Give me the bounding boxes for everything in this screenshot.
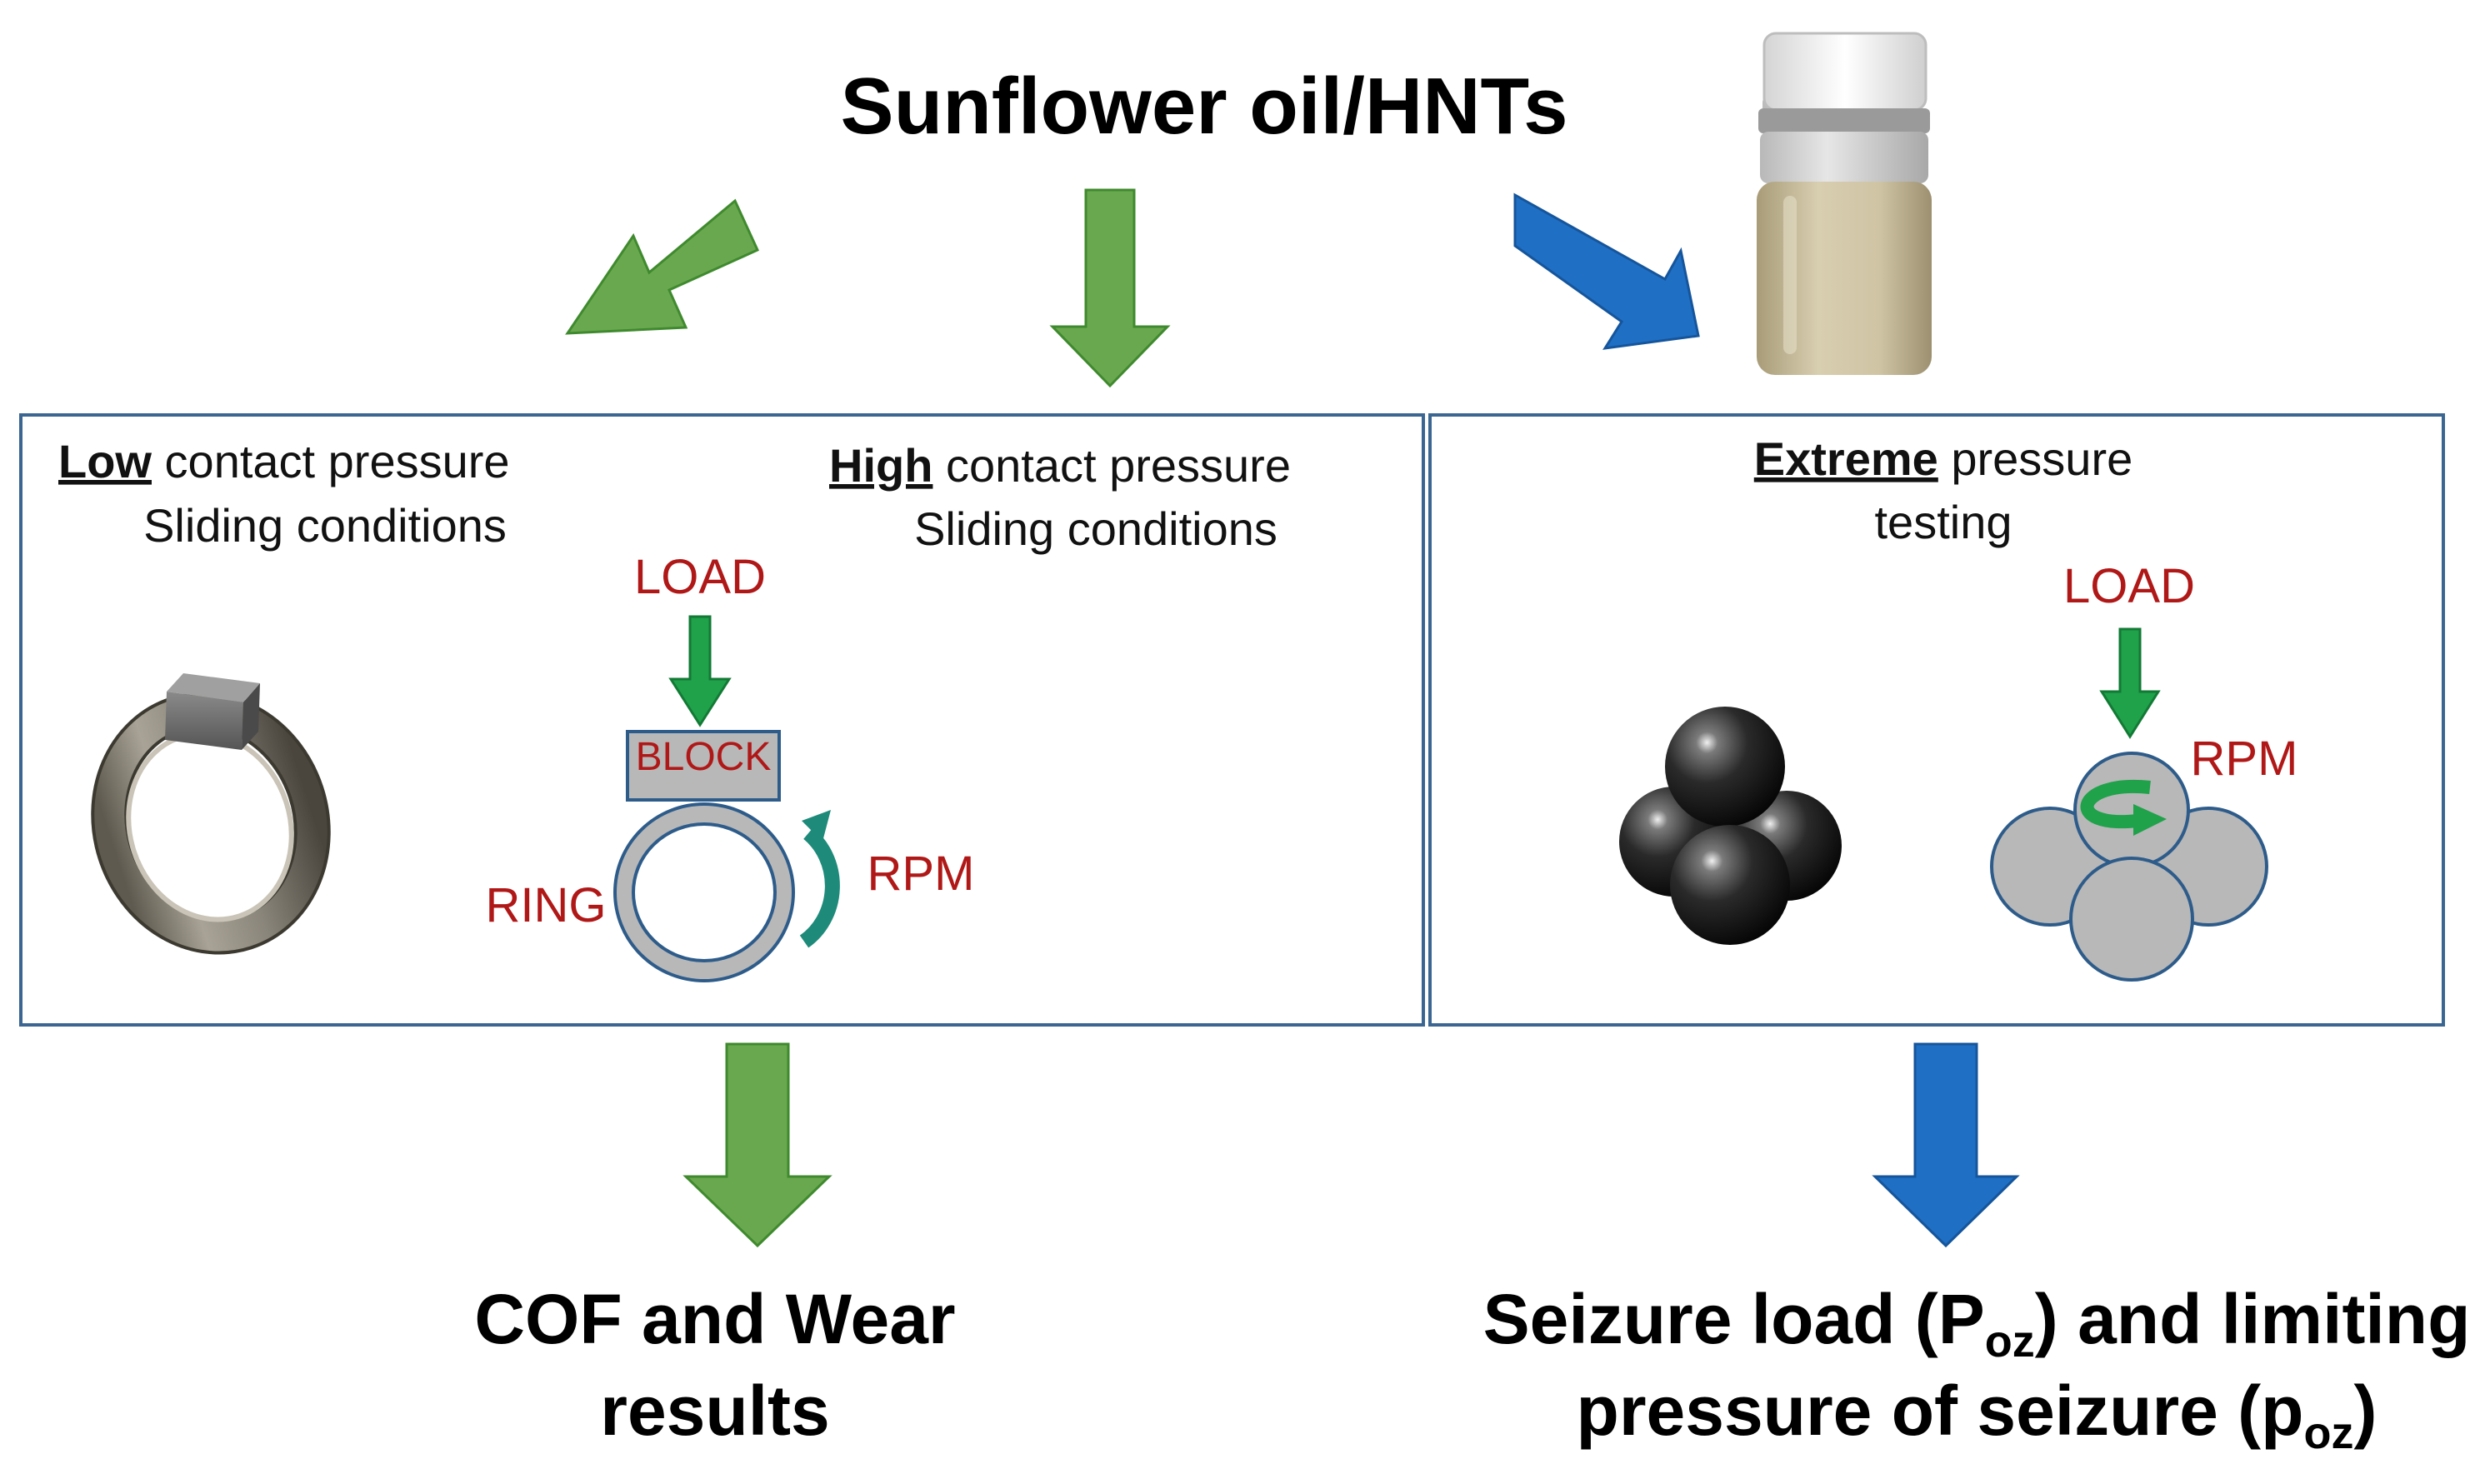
high-pressure-emph: High xyxy=(829,439,932,492)
block-shape xyxy=(626,730,781,802)
block-rpm-label: RPM xyxy=(868,847,975,901)
steel-balls-icon xyxy=(1619,707,1842,945)
low-pressure-emph: Low xyxy=(58,435,152,487)
extreme-pressure-subheading: testing xyxy=(1875,496,2012,548)
seizure-load-subscript: oz xyxy=(1985,1317,2035,1367)
fourball-rotation-arrow-icon xyxy=(2080,779,2151,829)
blue-arrow-icon xyxy=(1513,192,1700,350)
oil-jar-icon xyxy=(1757,32,1932,375)
limiting-pressure-subscript: oz xyxy=(2303,1408,2353,1458)
extreme-pressure-rest: pressure xyxy=(1938,432,2132,485)
diagram-title: Sunflower oil/HNTs xyxy=(841,62,1568,151)
seizure-load-result-line1: Seizure load (Poz) and limiting xyxy=(1483,1280,2471,1367)
blue-arrow-icon xyxy=(1872,1042,2020,1248)
extreme-pressure-panel xyxy=(1428,413,2445,1027)
limiting-pressure-text-end: ) xyxy=(2353,1372,2377,1450)
seizure-load-text-end: ) and limiting xyxy=(2035,1280,2471,1358)
block-load-arrow-icon xyxy=(668,615,732,727)
green-arrow-icon xyxy=(682,1042,832,1248)
block-load-label: LOAD xyxy=(634,550,766,604)
green-arrow-icon xyxy=(565,198,759,335)
rpm-rotation-arrow-icon xyxy=(799,827,840,948)
sliding-tests-panel xyxy=(19,413,1425,1027)
low-pressure-rest: contact pressure xyxy=(152,435,510,487)
fourball-rotation-arrowhead-icon xyxy=(2133,804,2167,836)
fourball-load-arrow-icon xyxy=(2099,627,2161,739)
extreme-pressure-heading: Extreme pressure xyxy=(1754,432,2132,485)
ring-block-specimen-icon xyxy=(91,673,331,955)
cof-wear-result-line2: results xyxy=(600,1372,829,1450)
low-pressure-heading: Low contact pressure xyxy=(58,435,510,487)
ring-label: RING xyxy=(486,878,607,932)
lower-ball-front xyxy=(2069,857,2194,982)
block-label: BLOCK xyxy=(636,735,772,779)
fourball-load-label: LOAD xyxy=(2063,559,2195,613)
extreme-pressure-emph: Extreme xyxy=(1754,432,1938,485)
cof-wear-result-line1: COF and Wear xyxy=(474,1280,955,1358)
limiting-pressure-result-line2: pressure of seizure (poz) xyxy=(1577,1372,2378,1458)
high-pressure-rest: contact pressure xyxy=(932,439,1291,492)
low-pressure-subheading: Sliding conditions xyxy=(143,499,507,552)
seizure-load-text: Seizure load (P xyxy=(1483,1280,1985,1358)
high-pressure-heading: High contact pressure xyxy=(829,439,1291,492)
ring-hole xyxy=(632,822,777,962)
green-arrow-icon xyxy=(1049,188,1171,388)
limiting-pressure-text: pressure of seizure (p xyxy=(1577,1372,2304,1450)
high-pressure-subheading: Sliding conditions xyxy=(914,502,1278,555)
rpm-rotation-arrowhead-icon xyxy=(802,810,831,842)
fourball-rpm-label: RPM xyxy=(2191,732,2298,786)
